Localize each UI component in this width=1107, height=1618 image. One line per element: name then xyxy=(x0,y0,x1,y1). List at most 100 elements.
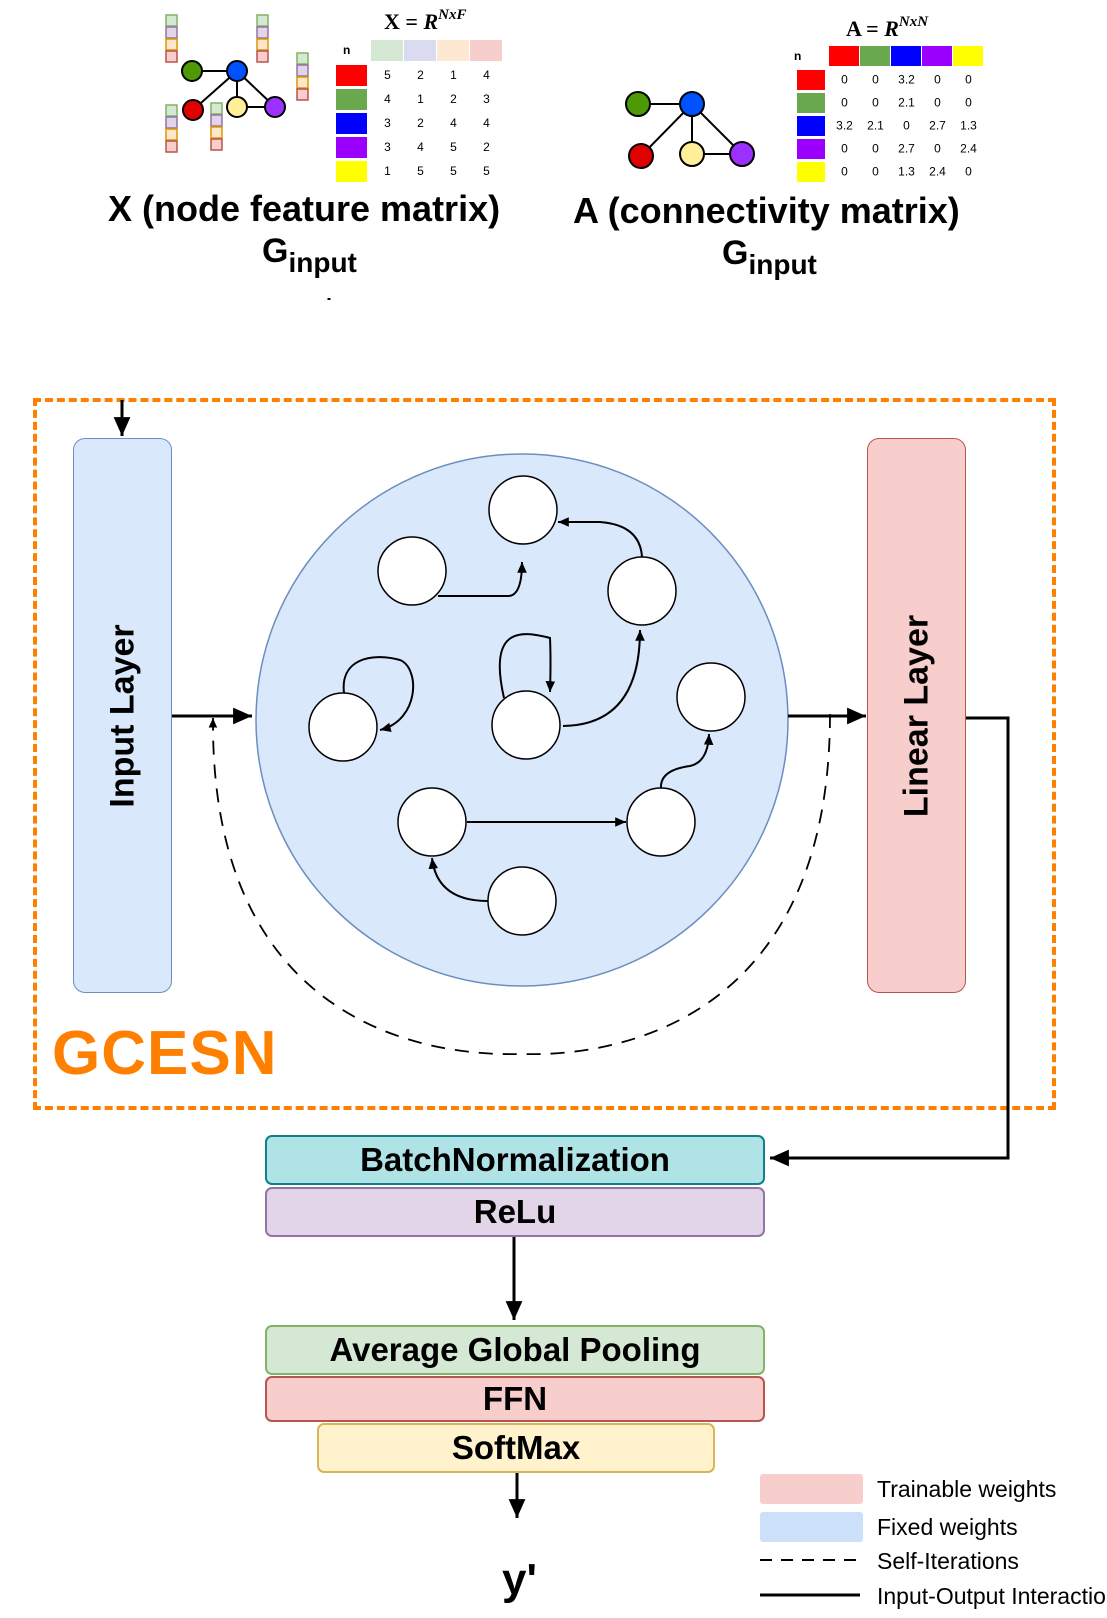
matrix-header-swatch xyxy=(891,46,921,66)
matrix-cell: 2.4 xyxy=(929,165,946,179)
matrix-cell: 3 xyxy=(384,116,391,130)
matrix-cell: 4 xyxy=(450,116,457,130)
avg-pool-block: Average Global Pooling xyxy=(265,1325,765,1375)
matrix-header-swatch xyxy=(437,40,469,61)
graph-node-red xyxy=(182,99,204,121)
reservoir-connections xyxy=(342,517,714,902)
matrix-cell: 5 xyxy=(384,68,391,82)
matrix-cell: 4 xyxy=(483,68,490,82)
matrix-cell: 0 xyxy=(934,73,941,87)
matrix-cell: 3.2 xyxy=(898,73,915,87)
gcesn-frame xyxy=(33,398,1056,1110)
graph-node-green xyxy=(625,91,651,117)
neuron xyxy=(308,692,378,762)
x-heading: X (node feature matrix) xyxy=(108,188,501,229)
matrix-cell: 2.1 xyxy=(898,96,915,110)
matrix-cell: 4 xyxy=(483,116,490,130)
legend-label-io-interaction: Input-Output Interaction xyxy=(877,1583,1107,1609)
matrix-cell: 2.1 xyxy=(867,119,884,133)
matrix-cell: 5 xyxy=(450,140,457,154)
matrix-cell: 1.3 xyxy=(960,119,977,133)
matrix-cell: 0 xyxy=(903,119,910,133)
matrix-cell: 0 xyxy=(841,165,848,179)
matrix-cell: 3.2 xyxy=(836,119,853,133)
graph-node-yellow xyxy=(679,141,705,167)
matrix-header-swatch xyxy=(860,46,890,66)
gcesn-label: GCESN xyxy=(52,1019,278,1088)
a-formula: A = RNxN xyxy=(846,14,929,41)
feature-stacks xyxy=(165,14,309,153)
matrix-header-swatch xyxy=(470,40,502,61)
matrix-row-swatch xyxy=(336,65,367,86)
neuron xyxy=(626,787,696,857)
output-label: y' xyxy=(502,1555,537,1604)
matrix-row-swatch xyxy=(336,137,367,158)
matrix-cell: 2 xyxy=(417,68,424,82)
a-ginput: Ginput xyxy=(722,234,817,280)
matrix-header-swatch xyxy=(922,46,952,66)
a-matrix-corner-label: n xyxy=(794,49,801,63)
linear-to-batchnorm-arrow xyxy=(770,716,1010,1167)
graph-node-green xyxy=(181,60,203,82)
matrix-cell: 0 xyxy=(872,165,879,179)
matrix-cell: 0 xyxy=(934,142,941,156)
matrix-cell: 5 xyxy=(450,164,457,178)
matrix-row-swatch xyxy=(336,113,367,134)
matrix-cell: 2.4 xyxy=(960,142,977,156)
matrix-cell: 0 xyxy=(934,96,941,110)
x-ginput: Ginput xyxy=(262,232,357,278)
matrix-cell: 5 xyxy=(417,164,424,178)
matrix-cell: 1 xyxy=(417,92,424,106)
linear-layer: Linear Layer xyxy=(867,438,966,993)
graph-node-blue xyxy=(226,60,248,82)
matrix-row-swatch xyxy=(797,139,825,159)
matrix-cell: 0 xyxy=(965,165,972,179)
matrix-header-swatch xyxy=(829,46,859,66)
matrix-cell: 0 xyxy=(872,142,879,156)
matrix-row-swatch xyxy=(797,162,825,182)
legend-swatch-trainable xyxy=(760,1474,863,1504)
neuron xyxy=(491,690,561,760)
matrix-cell: 3 xyxy=(483,92,490,106)
graph-node-yellow xyxy=(226,96,248,118)
matrix-header-swatch xyxy=(371,40,403,61)
matrix-cell: 0 xyxy=(872,73,879,87)
matrix-row-swatch xyxy=(797,70,825,90)
self-iteration-loop xyxy=(208,713,831,1056)
matrix-cell: 2.7 xyxy=(898,142,915,156)
softmax-block: SoftMax xyxy=(317,1423,715,1473)
a-heading: A (connectivity matrix) xyxy=(573,190,960,231)
graph-node-red xyxy=(628,143,654,169)
x-matrix: 5 2 1 4 4 1 2 3 3 2 4 4 3 4 5 2 1 5 5 5 xyxy=(336,40,502,182)
neuron xyxy=(488,475,558,545)
matrix-cell: 2 xyxy=(450,92,457,106)
neuron xyxy=(487,866,557,936)
matrix-row-swatch xyxy=(797,116,825,136)
matrix-cell: 4 xyxy=(384,92,391,106)
ffn-block: FFN xyxy=(265,1376,765,1422)
matrix-cell: 0 xyxy=(965,73,972,87)
matrix-cell: 3 xyxy=(384,140,391,154)
matrix-cell: 2 xyxy=(483,140,490,154)
matrix-cell: 1 xyxy=(450,68,457,82)
matrix-cell: 5 xyxy=(483,164,490,178)
neuron xyxy=(676,662,746,732)
matrix-cell: 0 xyxy=(965,96,972,110)
matrix-row-swatch xyxy=(336,89,367,110)
matrix-cell: 0 xyxy=(841,96,848,110)
matrix-cell: 1.3 xyxy=(898,165,915,179)
x-matrix-corner-label: n xyxy=(343,43,350,57)
legend-label-self-iterations: Self-Iterations xyxy=(877,1548,1019,1574)
matrix-cell: 4 xyxy=(417,140,424,154)
matrix-cell: 2.7 xyxy=(929,119,946,133)
legend-label-fixed: Fixed weights xyxy=(877,1514,1018,1540)
matrix-cell: 2 xyxy=(417,116,424,130)
matrix-cell: 0 xyxy=(841,142,848,156)
small-graph-left xyxy=(181,60,286,121)
legend-label-trainable: Trainable weights xyxy=(877,1476,1057,1502)
neuron xyxy=(377,536,447,606)
matrix-cell: 1 xyxy=(384,164,391,178)
matrix-header-swatch xyxy=(404,40,436,61)
input-layer: Input Layer xyxy=(73,438,172,993)
